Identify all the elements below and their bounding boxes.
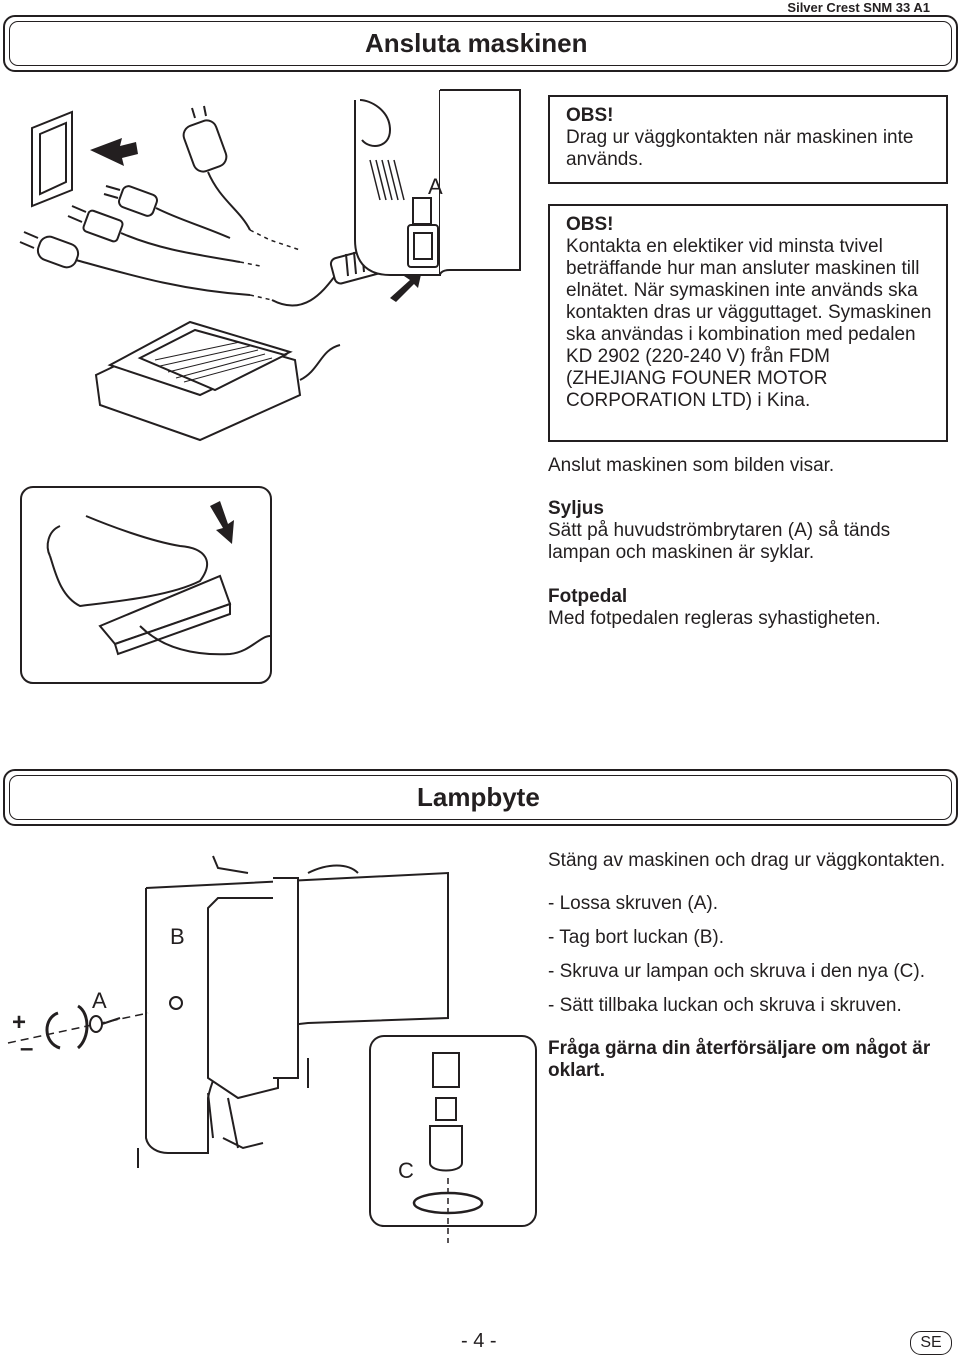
figure-label-b: B: [170, 924, 185, 949]
arrow-up-right-icon: [390, 270, 422, 302]
fotpedal-text: Med fotpedalen regleras syhastigheten.: [548, 608, 881, 629]
obs1-text: Drag ur väggkontakten när maskinen inte …: [566, 127, 914, 170]
section-banner-lamp: Lampbyte: [3, 769, 958, 826]
lamp-steps: - Lossa skruven (A). - Tag bort luckan (…: [548, 893, 958, 1017]
obs-box-1: OBS! Drag ur väggkontakten när maskinen …: [548, 95, 948, 184]
euro-plug-icon: [103, 185, 231, 239]
figure-label-a: A: [92, 988, 107, 1013]
syljus-title: Syljus: [548, 498, 604, 519]
figure-label-minus: –: [20, 1035, 33, 1062]
fotpedal-block: Fotpedal Med fotpedalen regleras syhasti…: [548, 586, 948, 630]
section-banner-connect: Ansluta maskinen: [3, 15, 958, 72]
foot-pedal-icon: [94, 320, 341, 442]
step-item: - Tag bort luckan (B).: [548, 927, 725, 948]
connection-illustration: A: [19, 89, 521, 442]
shoe-icon: [46, 515, 209, 608]
figure-label-plus: +: [12, 1009, 26, 1036]
section-title-connect: Ansluta maskinen: [365, 28, 588, 58]
machine-head-icon: [137, 855, 449, 1168]
figure-label-c: C: [398, 1158, 414, 1183]
step-item: - Sätt tillbaka luckan och skruva i skru…: [548, 995, 902, 1016]
figure-label-a-top: A: [428, 174, 443, 199]
fotpedal-title: Fotpedal: [548, 586, 628, 607]
model-label: Silver Crest SNM 33 A1: [787, 0, 930, 15]
lamp-change-illustration: + – A B C: [7, 855, 537, 1243]
lamp-note: Fråga gärna din återförsäljare om något …: [548, 1038, 931, 1081]
section-title-lamp: Lampbyte: [417, 782, 540, 812]
sewing-machine-side: [354, 89, 521, 276]
rotation-arrows-icon: [45, 1004, 89, 1050]
small-pedal-icon: [98, 574, 271, 656]
step-item: - Skruva ur lampan och skruva i den nya …: [548, 961, 925, 982]
obs2-text: Kontakta en elektiker vid minsta tvivel …: [566, 236, 932, 411]
connect-text: Anslut maskinen som bilden visar.: [548, 455, 835, 476]
us-plug-icon: [67, 205, 241, 263]
language-badge: SE: [910, 1331, 952, 1355]
pedal-use-illustration: [20, 486, 272, 684]
lamp-bulb-icon: [429, 1052, 463, 1172]
syljus-block: Syljus Sätt på huvudströmbrytaren (A) så…: [548, 498, 948, 564]
lamp-intro: Stäng av maskinen och drag ur väggkontak…: [548, 850, 946, 871]
obs1-title: OBS!: [566, 105, 614, 126]
arrow-down-icon: [210, 501, 234, 544]
arrow-left-icon: [90, 138, 138, 166]
obs2-title: OBS!: [566, 214, 614, 235]
page-number: - 4 -: [461, 1330, 497, 1352]
euro-plug2-icon: [19, 231, 251, 296]
obs-box-2: OBS! Kontakta en elektiker vid minsta tv…: [548, 204, 948, 442]
wall-socket-icon: [31, 110, 73, 208]
screw-a-icon: [89, 1015, 121, 1033]
syljus-text: Sätt på huvudströmbrytaren (A) så tänds …: [548, 520, 891, 563]
bulb-rotation-icon: [412, 1178, 484, 1243]
uk-plug-icon: [182, 105, 251, 231]
step-item: - Lossa skruven (A).: [548, 893, 718, 914]
